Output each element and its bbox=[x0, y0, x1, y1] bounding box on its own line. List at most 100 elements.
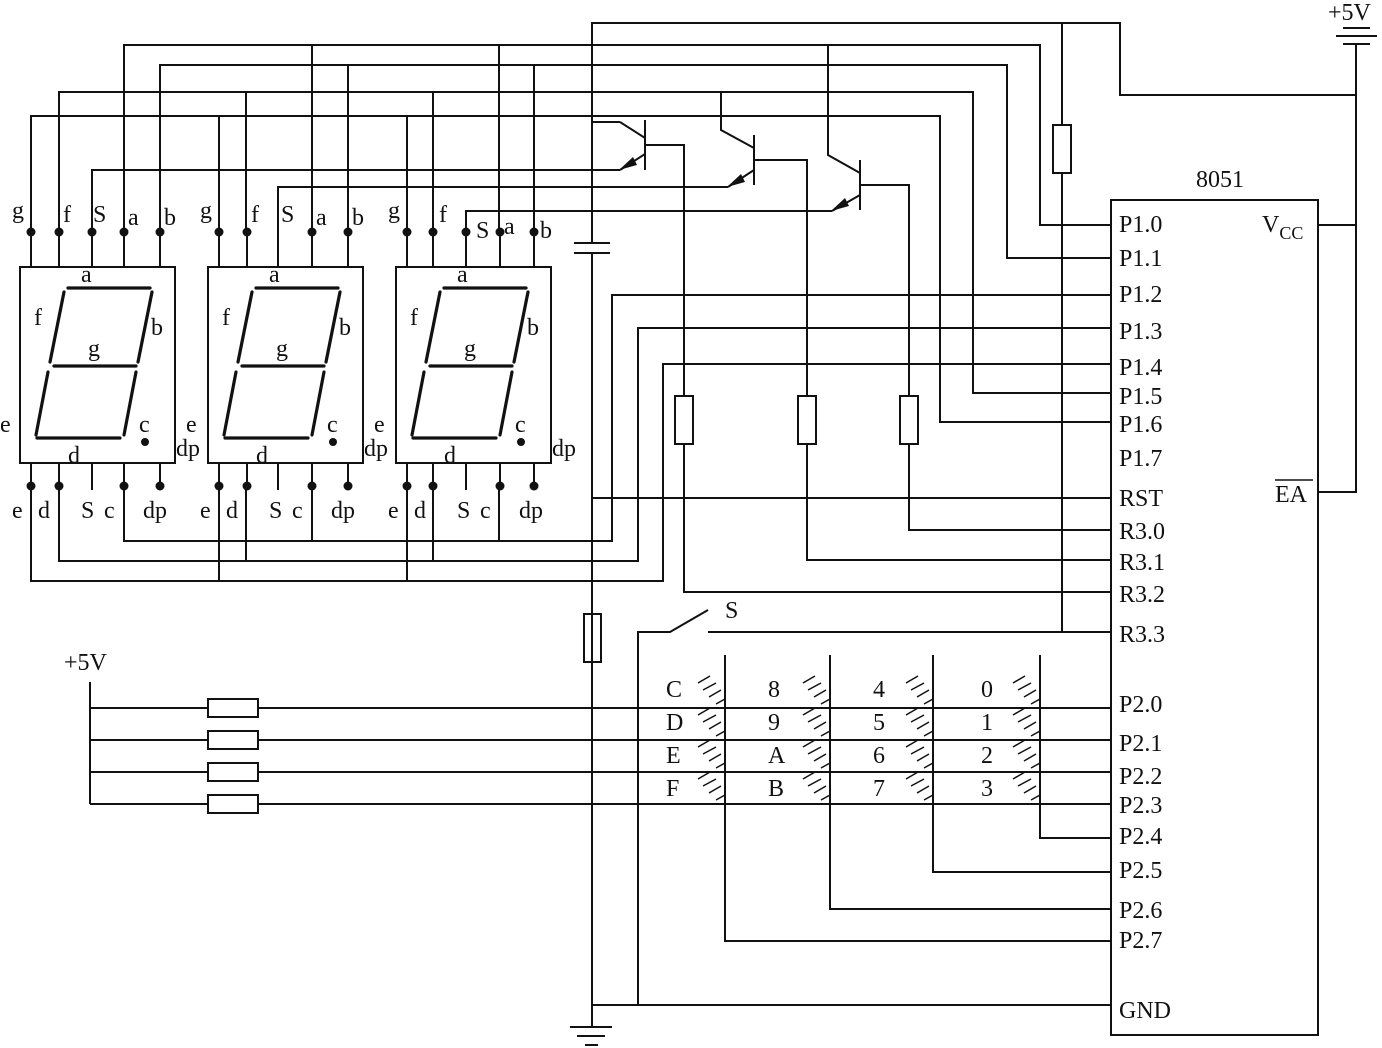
pin-label: P2.0 bbox=[1119, 692, 1162, 718]
pin-label: d bbox=[38, 498, 50, 524]
pin-label: g bbox=[388, 198, 400, 224]
display-3: a b c d e f g dp g f S a b bbox=[374, 198, 576, 524]
keypad-supply-label: +5V bbox=[64, 650, 108, 676]
pin-label: S bbox=[281, 202, 294, 228]
pin-dot bbox=[307, 227, 317, 237]
wire-drive-r31 bbox=[754, 159, 1111, 561]
segment-b bbox=[324, 290, 342, 364]
segment-label-e: e bbox=[186, 412, 197, 438]
key-contact bbox=[802, 739, 831, 769]
pin-dot bbox=[214, 227, 224, 237]
transistor-collector bbox=[619, 121, 646, 139]
resistor bbox=[207, 794, 259, 814]
pin-label: S bbox=[457, 498, 470, 524]
vcc-label: VCC bbox=[1262, 212, 1303, 243]
key-labels: C 8 4 0 D 9 5 1 E A 6 2 F B 7 3 bbox=[666, 677, 993, 802]
wire-col-p24 bbox=[1039, 655, 1111, 839]
pin-label: d bbox=[414, 498, 426, 524]
wire-common-1 bbox=[91, 169, 620, 232]
pin-label: b bbox=[164, 205, 176, 231]
pin-label: a bbox=[316, 205, 327, 231]
pin-label: S bbox=[81, 498, 94, 524]
segment-label-dp: dp bbox=[552, 436, 576, 462]
pin-dot bbox=[54, 227, 64, 237]
key-label: 1 bbox=[981, 710, 993, 736]
resistor bbox=[899, 395, 919, 445]
segment-label-f: f bbox=[222, 305, 230, 331]
segment-c bbox=[122, 370, 138, 437]
segment-e bbox=[222, 370, 238, 437]
pin-dot bbox=[155, 481, 165, 491]
pin-label: R3.0 bbox=[1119, 519, 1165, 545]
keypad: +5V bbox=[64, 650, 1111, 942]
pin-dot bbox=[461, 227, 471, 237]
key-label: 5 bbox=[873, 710, 885, 736]
pin-label: g bbox=[12, 198, 24, 224]
pin-label: e bbox=[200, 498, 211, 524]
key-contact bbox=[802, 707, 831, 737]
wire-vcc bbox=[1318, 44, 1357, 493]
pin-dot bbox=[242, 227, 252, 237]
pin-label: dp bbox=[331, 498, 355, 524]
segment-label-e: e bbox=[374, 412, 385, 438]
segment-label-dp: dp bbox=[364, 436, 388, 462]
pin-label: P1.3 bbox=[1119, 319, 1162, 345]
segment-c bbox=[498, 370, 514, 437]
pin-dot bbox=[119, 227, 129, 237]
key-label: 7 bbox=[873, 776, 885, 802]
segment-label-e: e bbox=[0, 412, 11, 438]
segment-label-a: a bbox=[457, 262, 468, 288]
wire-col-p26 bbox=[829, 655, 1111, 910]
pin-dot bbox=[495, 481, 505, 491]
mcu-left-pins: P1.0 P1.1 P1.2 P1.3 P1.4 P1.5 P1.6 P1.7 … bbox=[1119, 212, 1171, 1024]
reset-network bbox=[574, 242, 1111, 663]
segment-f bbox=[48, 290, 66, 364]
pin-label: P1.2 bbox=[1119, 282, 1162, 308]
wire-common-3 bbox=[465, 210, 832, 232]
key-contact bbox=[905, 771, 934, 801]
segment-label-f: f bbox=[410, 305, 418, 331]
wire-drive-r32 bbox=[645, 144, 1111, 593]
segment-label-f: f bbox=[34, 305, 42, 331]
top-pins: g f S a b bbox=[12, 198, 176, 267]
segment-label-dp: dp bbox=[176, 436, 200, 462]
pin-label: e bbox=[12, 498, 23, 524]
pin-dot bbox=[402, 481, 412, 491]
segment-dp bbox=[517, 438, 525, 446]
key-label: B bbox=[768, 776, 784, 802]
wire-drive-r30 bbox=[860, 184, 1111, 531]
pin-label: P1.1 bbox=[1119, 246, 1162, 272]
key-switch bbox=[905, 675, 934, 801]
pin-label: P1.6 bbox=[1119, 412, 1162, 438]
pin-label: d bbox=[226, 498, 238, 524]
segment-e bbox=[410, 370, 426, 437]
segment-label-g: g bbox=[276, 336, 288, 362]
key-contact bbox=[905, 739, 934, 769]
switch-s: S bbox=[637, 598, 1111, 1005]
pin-label: dp bbox=[143, 498, 167, 524]
mcu-8051: 8051 P1.0 P1.1 P1.2 P1.3 P1.4 P1.5 P1.6 … bbox=[1110, 167, 1319, 1036]
transistor-arrow bbox=[619, 157, 637, 170]
switch-label: S bbox=[725, 598, 738, 624]
resistor bbox=[1052, 124, 1072, 174]
segment-label-d: d bbox=[68, 443, 80, 469]
pin-label: f bbox=[251, 202, 259, 228]
key-switches bbox=[697, 675, 1041, 801]
pin-label: P1.4 bbox=[1119, 355, 1162, 381]
key-contact bbox=[1012, 707, 1041, 737]
segment-e bbox=[34, 370, 50, 437]
pin-label: f bbox=[63, 202, 71, 228]
wire-col-p25 bbox=[932, 655, 1111, 873]
pin-dot bbox=[155, 227, 165, 237]
display-body bbox=[395, 266, 552, 464]
key-label: D bbox=[666, 710, 683, 736]
pin-label: P2.2 bbox=[1119, 764, 1162, 790]
key-contact bbox=[802, 675, 831, 705]
key-contact bbox=[802, 771, 831, 801]
pin-dot bbox=[343, 227, 353, 237]
display-2: a b c d e f g dp g f S a b bbox=[186, 198, 388, 524]
segment-label-c: c bbox=[327, 412, 338, 438]
pin-dot bbox=[343, 481, 353, 491]
pin-label: S bbox=[476, 218, 489, 244]
pin-label: c bbox=[292, 498, 303, 524]
